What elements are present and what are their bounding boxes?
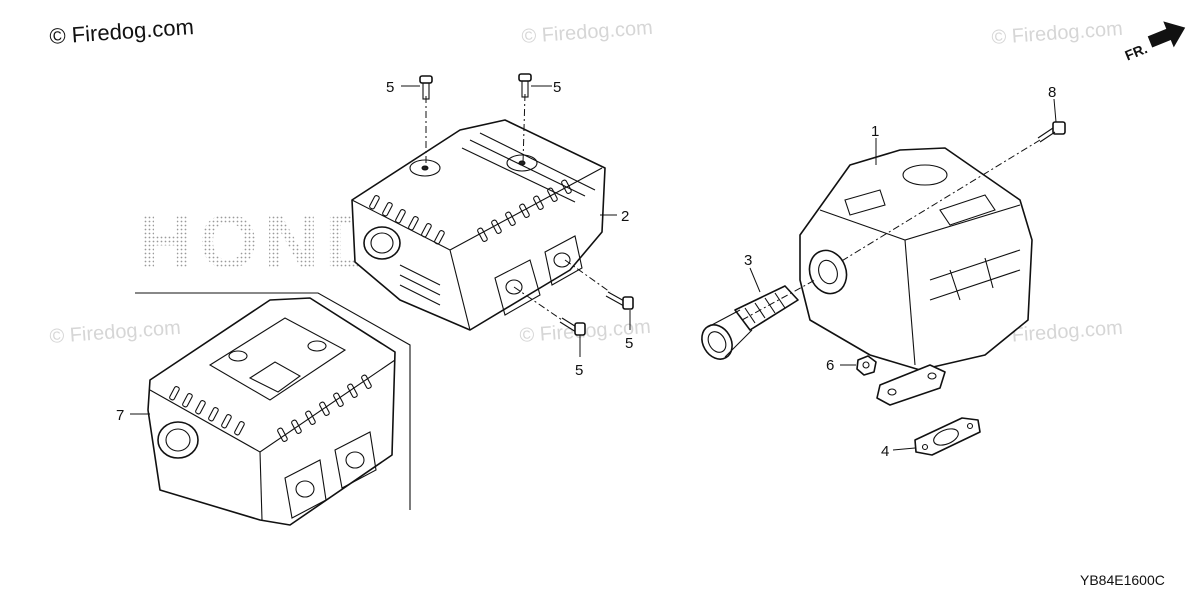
callout-3: 3	[744, 252, 752, 269]
bolt-5-side-right	[605, 291, 634, 310]
callout-6: 6	[826, 357, 834, 374]
watermark-mid-left: © Firedog.com	[49, 317, 182, 348]
front-arrow: FR.	[1123, 21, 1186, 64]
muffler-protector-upper	[351, 119, 606, 331]
centerline-bolt-8	[839, 139, 1041, 263]
muffler	[799, 147, 1033, 406]
muffler-gasket	[914, 417, 981, 456]
watermark-top-right: © Firedog.com	[991, 18, 1124, 49]
callout-5-side-right: 5	[625, 335, 633, 352]
watermark-top-left: © Firedog.com	[49, 14, 195, 49]
centerline-bolt-side-left	[513, 286, 563, 321]
centerline-bolt-side-right	[564, 259, 611, 293]
diagram-code: YB84E1600C	[1080, 572, 1165, 588]
callout-5-side-left: 5	[575, 362, 583, 379]
callout-leaders	[130, 85, 1057, 451]
bolt-5-side-left	[559, 317, 586, 336]
muffler-protector-alternate	[147, 297, 396, 526]
bolt-8	[1037, 121, 1066, 143]
centerline-spark-arrester	[741, 279, 816, 321]
callout-8: 8	[1048, 84, 1056, 101]
nut-6	[856, 355, 877, 376]
bolt-5-top-right	[518, 73, 532, 98]
callout-7: 7	[116, 407, 124, 424]
callout-5-top-left: 5	[386, 79, 394, 96]
centerline-bolt-top-right	[522, 93, 526, 164]
watermark-top-center: © Firedog.com	[521, 17, 654, 48]
callout-4: 4	[881, 443, 889, 460]
spark-arrester	[701, 285, 799, 360]
callout-5-top-right: 5	[553, 79, 561, 96]
front-arrow-label: FR.	[1123, 40, 1150, 63]
alternate-version-border	[135, 292, 411, 510]
bolt-5-top-left	[419, 75, 433, 100]
callout-1: 1	[871, 123, 879, 140]
callout-2: 2	[621, 208, 629, 225]
front-arrow-icon	[1147, 21, 1186, 48]
